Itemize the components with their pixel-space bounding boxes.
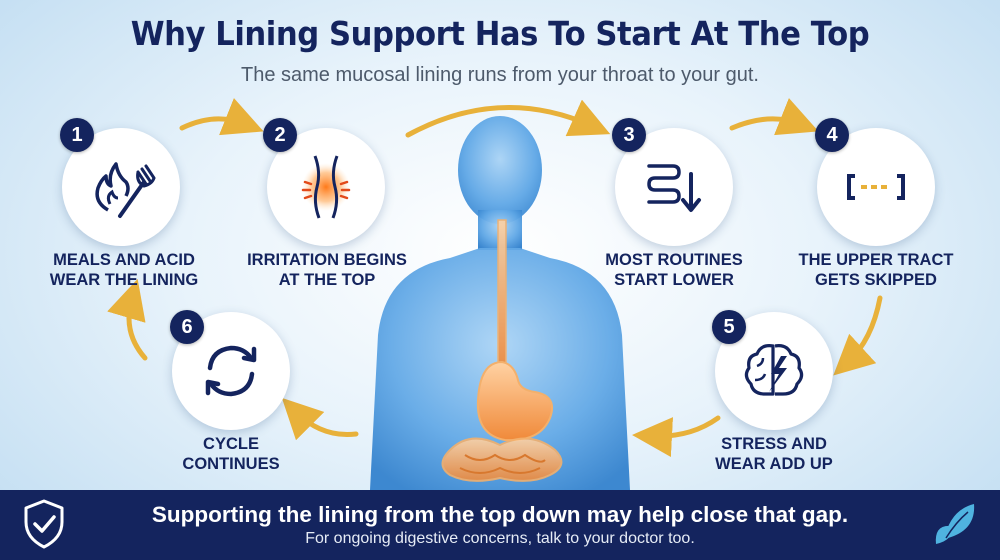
step-3-label-line2: START LOWER xyxy=(614,271,734,289)
page-subtitle: The same mucosal lining runs from your t… xyxy=(240,64,759,86)
step-4-number: 4 xyxy=(815,118,849,152)
step-6-label-line1: CYCLE xyxy=(203,435,259,453)
shield-check-icon xyxy=(24,499,64,549)
step-5-label-line1: STRESS AND xyxy=(721,435,827,453)
footer-sub-text: For ongoing digestive concerns, talk to … xyxy=(305,530,695,547)
step-1-label-line1: MEALS AND ACID xyxy=(53,251,195,269)
page-title: Why Lining Support Has To Start At The T… xyxy=(130,14,870,53)
leaf-icon xyxy=(935,504,975,544)
footer-banner: Supporting the lining from the top down … xyxy=(0,490,1000,560)
step-3-label-line1: MOST ROUTINES xyxy=(605,251,743,269)
cycle-arrows-icon xyxy=(205,345,257,397)
human-body-illustration xyxy=(370,116,630,490)
footer-main-text: Supporting the lining from the top down … xyxy=(151,502,849,527)
step-1-number: 1 xyxy=(60,118,94,152)
irritated-throat-icon xyxy=(301,155,351,219)
step-6-label-line2: CONTINUES xyxy=(182,455,280,473)
gap-bracket-icon xyxy=(847,174,905,200)
step-2-number: 2 xyxy=(263,118,297,152)
step-3-label: MOST ROUTINES START LOWER xyxy=(574,250,774,290)
step-5-label-line2: WEAR ADD UP xyxy=(715,455,833,473)
step-6-label: CYCLE CONTINUES xyxy=(131,434,331,474)
brain-lightning-icon xyxy=(744,344,804,396)
step-3-number: 3 xyxy=(612,118,646,152)
step-5-number: 5 xyxy=(712,310,746,344)
intestine-down-arrow-icon xyxy=(647,164,701,212)
step-4-label: THE UPPER TRACT GETS SKIPPED xyxy=(776,250,976,290)
step-2-label-line2: AT THE TOP xyxy=(278,271,376,289)
step-6-number: 6 xyxy=(170,310,204,344)
step-2-label-line1: IRRITATION BEGINS xyxy=(247,251,407,269)
step-2-label: IRRITATION BEGINS AT THE TOP xyxy=(227,250,427,290)
step-4-label-line1: THE UPPER TRACT xyxy=(798,251,954,269)
step-1-label-line2: WEAR THE LINING xyxy=(49,271,199,289)
step-5-label: STRESS AND WEAR ADD UP xyxy=(674,434,874,474)
flame-fork-icon xyxy=(95,162,156,218)
step-1-label: MEALS AND ACID WEAR THE LINING xyxy=(24,250,224,290)
step-4-label-line2: GETS SKIPPED xyxy=(815,271,937,289)
